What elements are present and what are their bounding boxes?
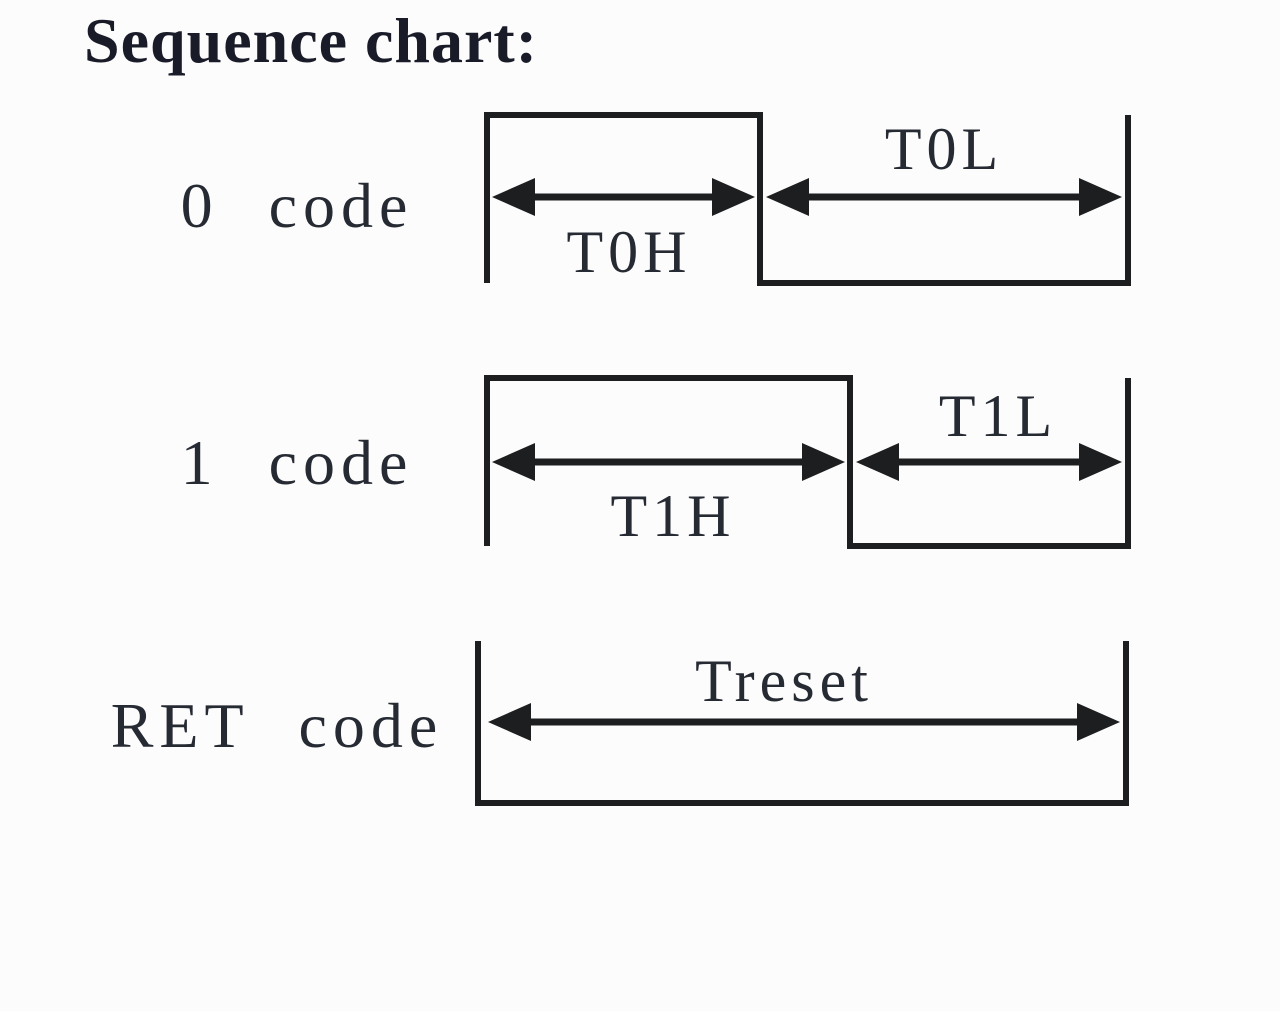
zero-code-label: 0 code: [180, 170, 414, 241]
t1l-arrow-left-head: [856, 443, 899, 481]
t1h-arrow-right-head: [802, 443, 845, 481]
t0l-arrow-right-head: [1079, 178, 1122, 216]
treset-arrow-right-head: [1077, 703, 1120, 741]
page-title: Sequence chart:: [84, 5, 539, 76]
t1h-label: T1H: [610, 483, 736, 549]
one-code-label: 1 code: [180, 427, 414, 498]
t0h-arrow-left-head: [492, 178, 535, 216]
t0h-arrow-right-head: [712, 178, 755, 216]
t1l-label: T1L: [938, 383, 1058, 449]
ret-code-label: RET code: [110, 690, 444, 761]
t0h-label: T0H: [566, 219, 692, 285]
ret-code-waveform: [475, 641, 1129, 806]
t0l-arrow-left-head: [766, 178, 809, 216]
treset-arrow-left-head: [488, 703, 531, 741]
one-code-waveform: [484, 375, 1131, 549]
t0l-label: T0L: [884, 116, 1004, 182]
t1l-arrow-right-head: [1079, 443, 1122, 481]
t1h-arrow-left-head: [492, 443, 535, 481]
treset-label: Treset: [695, 648, 873, 714]
zero-code-waveform: [484, 112, 1131, 286]
